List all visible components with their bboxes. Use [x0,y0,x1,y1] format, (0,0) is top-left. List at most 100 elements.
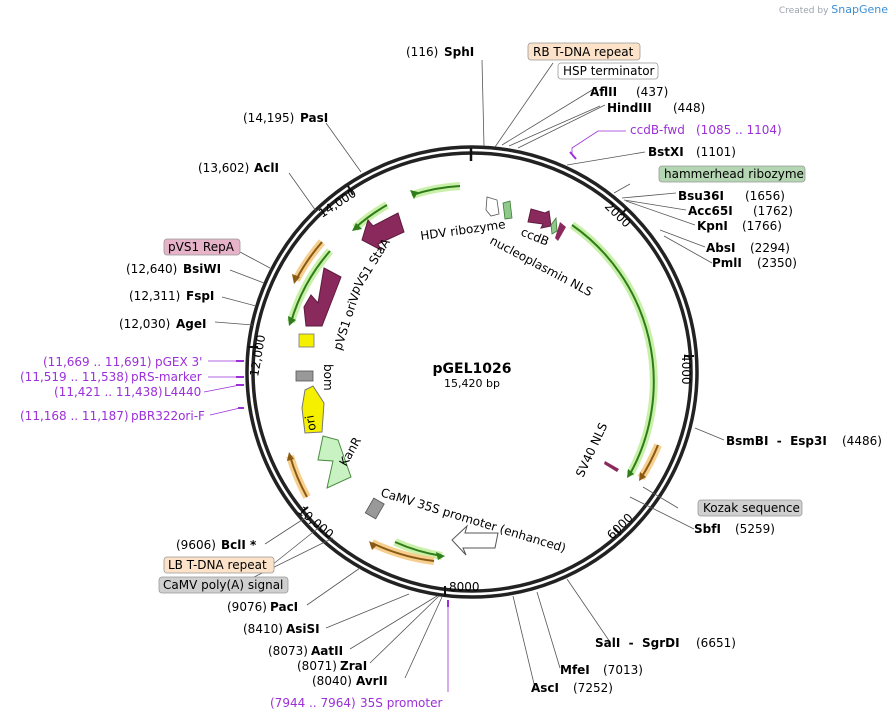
site-name-sphi: SphI [444,45,474,59]
tick-4000: 4000 [679,354,694,385]
label-kozak-sequence: Kozak sequence [703,501,800,515]
site-leaders [214,59,725,689]
site-name-absi: AbsI [706,241,735,255]
primer-range-pgex3: (11,669 .. 11,691) [43,355,152,369]
site-name-sbfi: SbfI [694,522,721,536]
ori-arrow [301,385,325,434]
hsp-terminator-shape [485,196,500,217]
site-name-fspi: FspI [186,289,214,303]
site-name-bsmbi: BsmBI - Esp3I [726,434,827,448]
label-pvs1-oriv: pVS1 oriV [331,291,363,352]
bom-shape [295,370,314,382]
credit-prefix: Created by [778,6,829,16]
site-pos-sbfi: (5259) [735,522,775,536]
site-pos-hindiii: (448) [673,101,705,115]
site-pos-bcli: (9606) [176,538,216,552]
site-name-bstxi: BstXI [648,145,684,159]
site-name-pmli: PmlI [712,256,742,270]
primer-name-l4440: L4440 [164,385,201,399]
orf-arrowheads-orange [287,274,646,550]
site-pos-asci: (7252) [573,681,613,695]
site-pos-asisi: (8410) [243,622,283,636]
site-pos-acli: (13,602) [198,161,249,175]
site-pos-kpni: (1766) [742,219,782,233]
site-name-hindiii: HindIII [607,101,652,115]
backbone-outer [245,145,699,599]
site-pos-bsu36i: (1656) [745,189,785,203]
site-pos-sphi: (116) [406,45,438,59]
site-name-zrai: ZraI [340,659,367,673]
pvs1-oriv-arrow [303,267,342,327]
site-name-sali: SalI - SgrDI [595,636,680,650]
primer-name-pgex3: pGEX 3' [155,355,202,369]
label-ccdb: ccdB [519,225,551,249]
site-name-acli: AclI [254,161,279,175]
site-pos-zrai: (8071) [297,659,337,673]
orf-arrowheads-green [288,190,634,560]
site-name-asci: AscI [531,681,559,695]
site-name-mfei: MfeI [560,663,590,677]
site-name-acc65i: Acc65I [688,204,733,218]
site-pos-bsiwi: (12,640) [126,262,177,276]
camv-35s-promoter-arrow [451,524,499,556]
site-name-kpni: KpnI [697,219,728,233]
primer-name-pbr322ori-f: pBR322ori-F [131,409,205,423]
camv-polya-shape [364,497,385,520]
site-name-bsiwi: BsiWI [183,262,221,276]
site-pos-agei: (12,030) [119,317,170,331]
site-name-asisi: AsiSI [286,622,320,636]
label-pvs1-repa: pVS1 RepA [168,240,235,254]
site-pos-absi: (2294) [750,241,790,255]
tick-label-4000: 4000 [679,354,693,385]
label-camv-polya: CaMV poly(A) signal [163,578,283,592]
tick-label-6000: 6000 [604,511,635,542]
snapgene-credit: Created by SnapGene [779,3,888,16]
primer-range-l4440: (11,421 .. 11,438) [54,385,163,399]
label-hammerhead-ribozyme: hammerhead ribozyme [664,167,804,181]
site-pos-fspi: (12,311) [129,289,180,303]
site-name-avrii: AvrII [356,674,388,688]
tick-label-2000: 2000 [602,199,634,230]
tick-label-8000: 8000 [449,580,480,594]
site-pos-aatii: (8073) [268,644,308,658]
primer-range-35s: (7944 .. 7964) [270,696,356,710]
site-name-agei: AgeI [176,317,206,331]
site-pos-acc65i: (1762) [753,204,793,218]
label-sv40-nls: SV40 NLS [573,421,610,480]
tick-6000: 6000 [604,511,635,542]
site-name-paci: PacI [270,600,298,614]
sv40-nls-shape [604,461,619,472]
hammerhead-ribozyme-shape [550,216,558,235]
primer-name-prs-marker: pRS-marker [131,370,202,384]
site-pos-bstxi: (1101) [696,145,736,159]
primer-range-pbr322ori-f: (11,168 .. 11,187) [20,409,129,423]
pvs1-oriv-small-shape [298,333,315,348]
primer-name-35s: 35S promoter [360,696,442,710]
plasmid-length: 15,420 bp [444,377,500,390]
site-pos-pmli: (2350) [757,256,797,270]
primer-labels: ccdB-fwd (1085 .. 1104) (11,669 .. 11,69… [20,123,782,710]
label-hsp-terminator: HSP terminator [563,64,655,78]
tick-8000: 8000 [444,580,480,596]
primer-range-prs-marker: (11,519 .. 11,538) [20,370,129,384]
site-name-aflii: AflII [590,85,617,99]
site-name-bcli: BclI * [221,538,257,552]
site-labels-right: (116) SphI AflII (437) HindIII (448) Bst… [406,45,882,695]
primer-markers [203,130,626,692]
site-pos-sali: (6651) [696,636,736,650]
primer-range-ccdb-fwd: (1085 .. 1104) [696,123,782,137]
ccdb-arrow [527,208,552,229]
site-labels-left: (8040) AvrII (8071) ZraI (8073) AatII (8… [119,111,388,688]
nucleoplasmin-nls-shape [555,222,566,241]
pvs1-staa-arrow [361,212,405,252]
label-bom: bom [321,364,335,391]
primer-name-ccdb-fwd: ccdB-fwd [630,123,685,137]
site-pos-aflii: (437) [636,85,668,99]
site-pos-avrii: (8040) [312,674,352,688]
site-name-pasi: PasI [300,111,328,125]
label-rb-tdna-repeat: RB T-DNA repeat [533,45,634,59]
plasmid-name: pGEL1026 [433,361,512,377]
site-name-aatii: AatII [311,644,343,658]
features [295,196,619,556]
